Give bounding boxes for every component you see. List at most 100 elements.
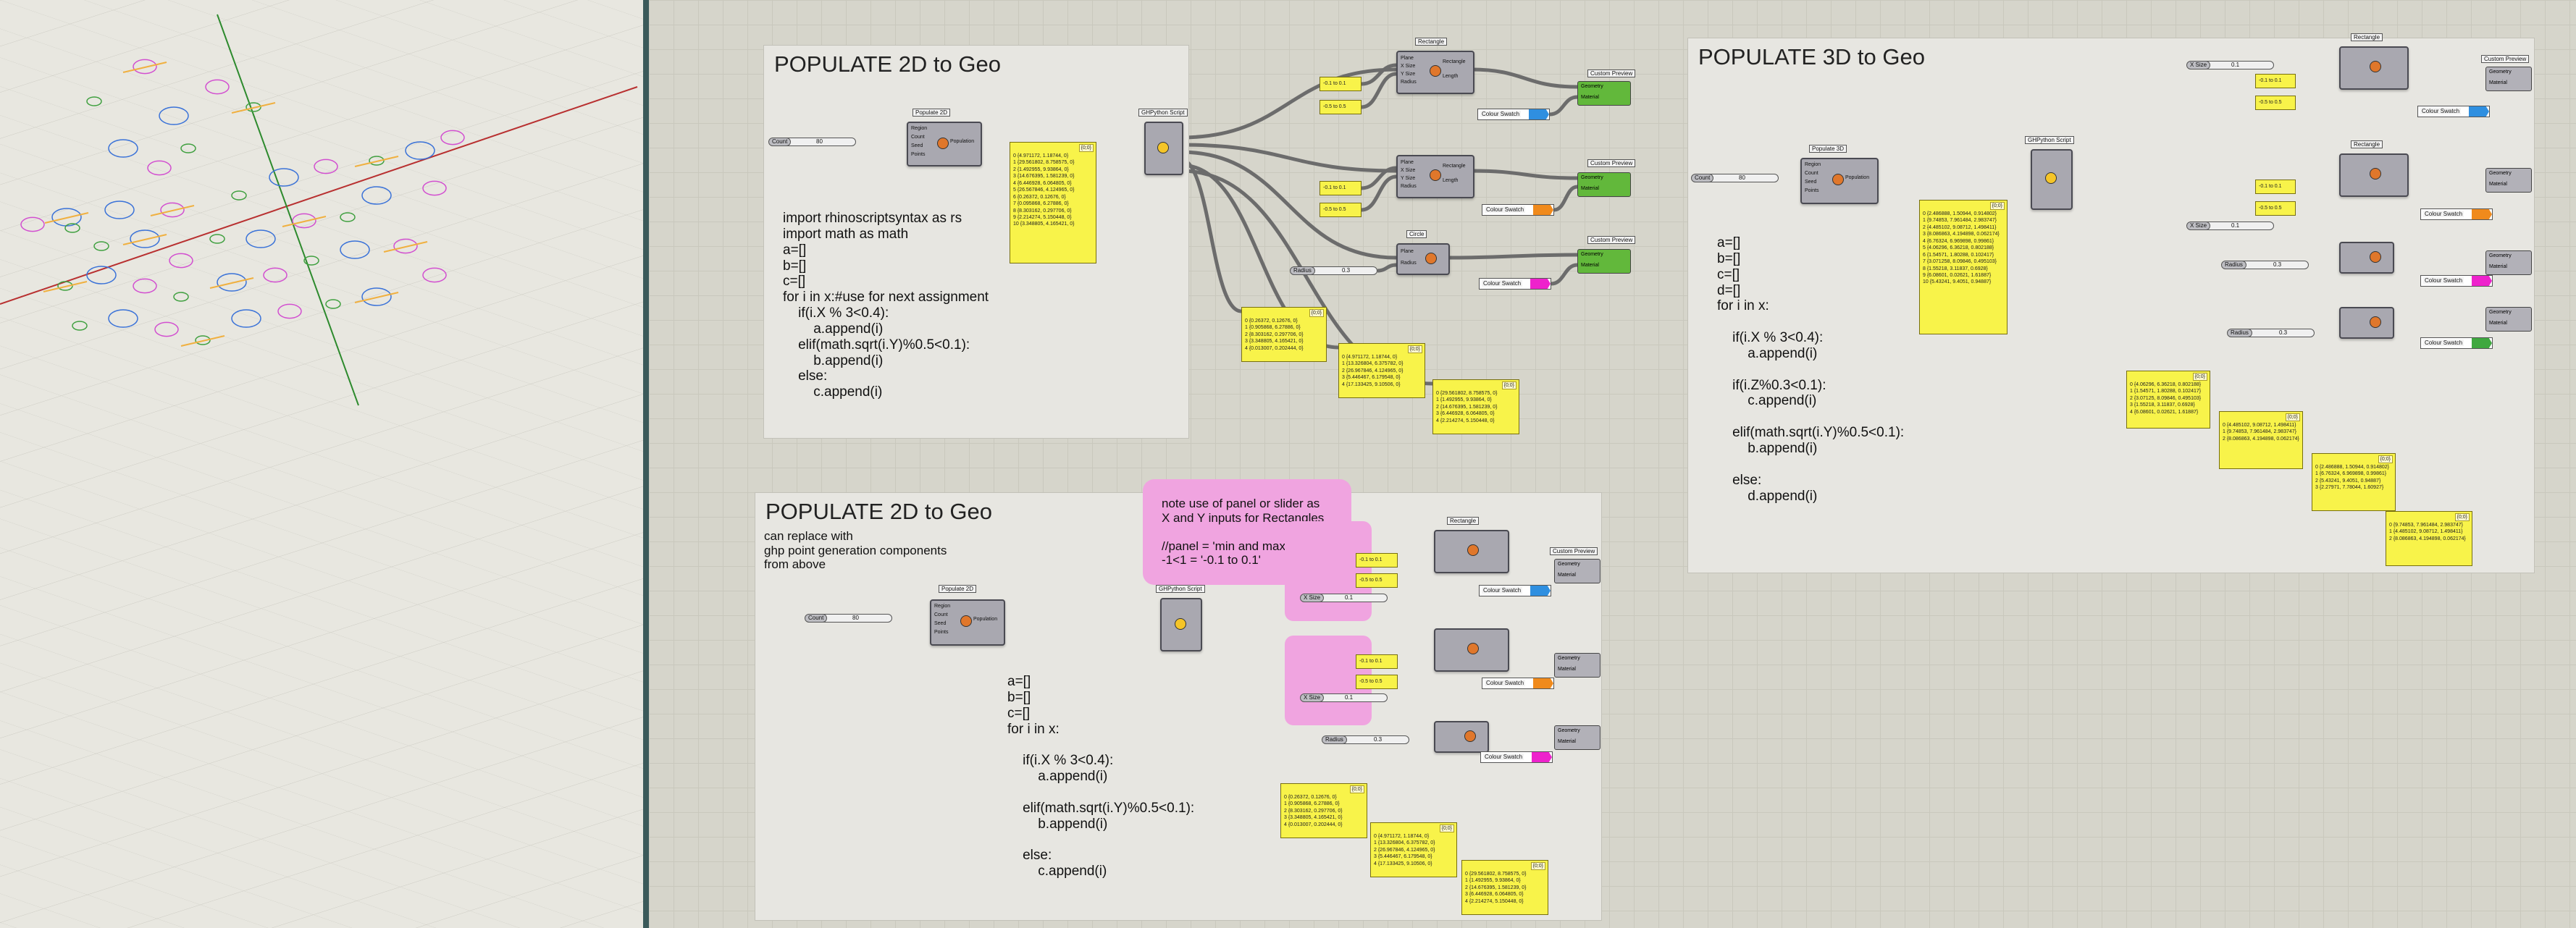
points-input[interactable]: Points <box>1805 188 1819 193</box>
rectangle-component-3d-2[interactable] <box>2339 153 2409 197</box>
seed-input[interactable]: Seed <box>934 621 947 626</box>
custom-preview-1[interactable]: Geometry Material <box>1577 81 1631 106</box>
ghpython-component[interactable] <box>1144 122 1183 175</box>
range-panel-2[interactable]: -0.5 to 0.5 <box>1320 100 1362 114</box>
panel-a-g3[interactable]: {0;0} 0 {0.26372, 0.12676, 0}1 {0.905868… <box>1280 783 1367 838</box>
radius-slider-g3[interactable]: Radius 0.3 <box>1322 735 1409 744</box>
region-input[interactable]: Region <box>1805 162 1821 167</box>
range-panel-3[interactable]: -0.1 to 0.1 <box>1320 181 1362 195</box>
panel-a-g2[interactable]: {0;0} 0 {4.06296, 6.36218, 0.802188}1 {1… <box>2126 371 2210 429</box>
seed-input[interactable]: Seed <box>1805 180 1817 185</box>
circle-component-1[interactable]: Plane Radius <box>1396 243 1450 275</box>
range-panel-3d-1[interactable]: -0.1 to 0.1 <box>2255 74 2296 88</box>
panel-d-g2[interactable]: {0;0} 0 {9.74853, 7.961484, 2.983747}1 {… <box>2386 511 2472 566</box>
colour-swatch-g3-blue[interactable]: Colour Swatch <box>1479 585 1551 596</box>
range-panel-4[interactable]: -0.5 to 0.5 <box>1320 203 1362 217</box>
colour-swatch-3d-blue[interactable]: Colour Swatch <box>2417 106 2490 117</box>
populate-3d-component[interactable]: Region Count Seed Points Population <box>1800 158 1879 204</box>
range-panel-3d-3[interactable]: -0.1 to 0.1 <box>2255 180 2296 194</box>
ghpython-component-g3[interactable] <box>1160 598 1202 651</box>
custom-preview-g3-1[interactable]: Geometry Material <box>1554 559 1600 583</box>
slider-name: Count <box>768 138 792 146</box>
points-panel-g2[interactable]: {0;0} 0 {2.486888, 1.50944, 0.914802}1 {… <box>1919 200 2007 334</box>
count-slider-3d[interactable]: Count 80 <box>1691 174 1779 182</box>
custom-preview-3d-1[interactable]: Geometry Material <box>2485 67 2532 91</box>
range-panel-1[interactable]: -0.1 to 0.1 <box>1320 77 1362 91</box>
colour-swatch-3d-orange[interactable]: Colour Swatch <box>2420 208 2493 220</box>
xsize-slider-g3-1[interactable]: X Size 0.1 <box>1300 594 1388 602</box>
panel-line: 2 {26.967846, 4.124965, 0} <box>1342 368 1404 374</box>
colour-swatch-blue[interactable]: Colour Swatch <box>1477 109 1550 120</box>
custom-preview-g3-3[interactable]: Geometry Material <box>1554 725 1600 750</box>
splitter-handle[interactable] <box>643 0 649 928</box>
radius-slider[interactable]: Radius 0.3 <box>1290 266 1377 275</box>
group-populate-2d-top[interactable]: POPULATE 2D to Geo import rhinoscriptsyn… <box>763 45 1189 439</box>
count-slider[interactable]: Count 80 <box>768 138 856 146</box>
count-input[interactable]: Count <box>934 612 948 617</box>
panel-c-g2[interactable]: {0;0} 0 {2.486888, 1.50944, 0.914802}1 {… <box>2312 453 2396 511</box>
ghpython-component-3d[interactable] <box>2031 149 2073 210</box>
points-panel-g1[interactable]: {0;0} 0 {4.971172, 1.18744, 0}1 {29.5618… <box>1010 142 1096 263</box>
region-input[interactable]: Region <box>911 126 928 131</box>
custom-preview-3d-4[interactable]: Geometry Material <box>2485 307 2532 332</box>
population-output[interactable]: Population <box>973 617 998 622</box>
custom-preview-g3-2[interactable]: Geometry Material <box>1554 653 1600 678</box>
population-output[interactable]: Population <box>1845 175 1870 180</box>
range-panel-g3-4[interactable]: -0.5 to 0.5 <box>1356 675 1398 689</box>
group-populate-3d[interactable]: POPULATE 3D to Geo a=[] b=[] c=[] d=[] f… <box>1687 38 2535 573</box>
range-panel-3d-2[interactable]: -0.5 to 0.5 <box>2255 96 2296 110</box>
panel-b-g2[interactable]: {0;0} 0 {4.485102, 9.08712, 1.498411}1 {… <box>2219 411 2303 469</box>
range-panel-3d-4[interactable]: -0.5 to 0.5 <box>2255 201 2296 216</box>
grasshopper-canvas[interactable]: POPULATE 2D to Geo import rhinoscriptsyn… <box>649 0 2576 928</box>
colour-swatch-3d-magenta[interactable]: Colour Swatch <box>2420 275 2493 287</box>
populate-2d-component-g3[interactable]: Region Count Seed Points Population <box>930 599 1005 646</box>
colour-swatch-3d-green[interactable]: Colour Swatch <box>2420 337 2493 349</box>
radius-slider-3d-2[interactable]: Radius 0.3 <box>2227 329 2315 337</box>
slider-value: 0.3 <box>1342 267 1351 274</box>
colour-swatch-magenta[interactable]: Colour Swatch <box>1479 278 1551 290</box>
xsize-slider-1[interactable]: X Size 0.1 <box>2186 61 2274 69</box>
pink-slider-group-1[interactable] <box>1285 521 1372 621</box>
rectangle-component-3d-1[interactable] <box>2339 46 2409 90</box>
colour-swatch-g3-magenta[interactable]: Colour Swatch <box>1480 751 1553 763</box>
circle-component-g3[interactable] <box>1434 721 1489 753</box>
rectangle-component-2[interactable]: Plane X Size Y Size Radius Rectangle Len… <box>1396 155 1474 198</box>
panel-b-g3[interactable]: {0;0} 0 {4.971172, 1.18744, 0}1 {13.3268… <box>1370 822 1457 877</box>
custom-preview-3d-2[interactable]: Geometry Material <box>2485 168 2532 193</box>
region-input[interactable]: Region <box>934 604 951 609</box>
count-input[interactable]: Count <box>1805 171 1818 176</box>
populate-2d-component[interactable]: Region Count Seed Points Population <box>907 122 982 166</box>
panel-a-g1[interactable]: {0;0} 0 {0.26372, 0.12676, 0}1 {0.905868… <box>1241 307 1327 362</box>
custom-preview-3d-3[interactable]: Geometry Material <box>2485 250 2532 275</box>
rhino-viewport[interactable] <box>0 0 645 928</box>
population-output[interactable]: Population <box>950 139 975 144</box>
points-input[interactable]: Points <box>911 152 926 157</box>
wire <box>1446 253 1578 260</box>
viewport-circle <box>231 309 261 328</box>
custom-preview-3[interactable]: Geometry Material <box>1577 249 1631 274</box>
count-input[interactable]: Count <box>911 135 925 140</box>
range-panel-g3-2[interactable]: -0.5 to 0.5 <box>1356 573 1398 588</box>
wire <box>1549 95 1578 117</box>
rectangle-component-1[interactable]: Plane X Size Y Size Radius Rectangle Len… <box>1396 51 1474 94</box>
panel-c-g3[interactable]: {0;0} 0 {29.561802, 8.758575, 0}1 {1.492… <box>1461 860 1548 915</box>
circle-component-3d-2[interactable] <box>2339 307 2394 339</box>
points-input[interactable]: Points <box>934 630 949 635</box>
seed-input[interactable]: Seed <box>911 143 923 148</box>
rectangle-component-g3-2[interactable] <box>1434 628 1509 672</box>
panel-b-g1[interactable]: {0;0} 0 {4.971172, 1.18744, 0}1 {13.3268… <box>1338 343 1425 398</box>
colour-swatch-orange[interactable]: Colour Swatch <box>1482 204 1554 216</box>
colour-swatch-g3-orange[interactable]: Colour Swatch <box>1482 678 1554 689</box>
range-panel-g3-3[interactable]: -0.1 to 0.1 <box>1356 654 1398 669</box>
xsize-slider-g3-2[interactable]: X Size 0.1 <box>1300 693 1388 702</box>
radius-slider-3d-1[interactable]: Radius 0.3 <box>2221 261 2309 269</box>
circle-component-3d-1[interactable] <box>2339 242 2394 274</box>
range-panel-g3-1[interactable]: -0.1 to 0.1 <box>1356 553 1398 568</box>
rectangle-component-g3-1[interactable] <box>1434 530 1509 573</box>
xsize-slider-2[interactable]: X Size 0.1 <box>2186 222 2274 230</box>
custom-preview-2[interactable]: Geometry Material <box>1577 172 1631 197</box>
count-slider-g3[interactable]: Count 80 <box>805 614 892 623</box>
radius-input: Radius <box>1401 80 1417 85</box>
panel-c-g1[interactable]: {0;0} 0 {29.561802, 8.758575, 0}1 {1.492… <box>1432 379 1519 434</box>
viewport-circle <box>277 303 302 319</box>
